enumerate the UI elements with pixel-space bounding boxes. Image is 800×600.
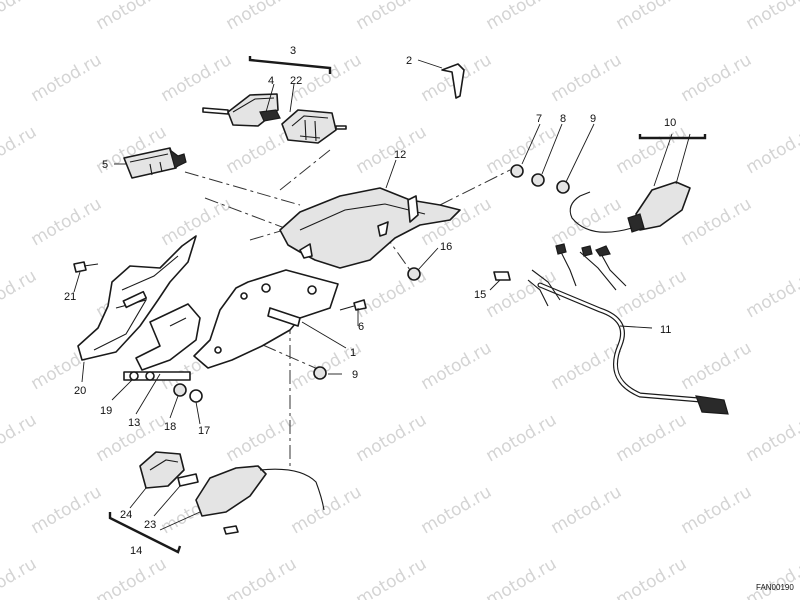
callout-12: 12 [394,149,406,161]
watermark-text-57: motod.ru [93,554,171,600]
watermark-text-38: motod.ru [418,338,496,394]
callout-1: 1 [350,347,356,359]
side-bracket [123,303,201,381]
watermark-text-25: motod.ru [548,194,626,250]
callout-9b: 9 [352,369,358,381]
watermark-text-42: motod.ru [0,410,40,466]
watermark-text-46: motod.ru [483,410,561,466]
callout-8: 8 [560,113,566,125]
callout-24: 24 [120,509,132,521]
watermark-text-19: motod.ru [613,122,691,178]
callout-21: 21 [64,291,76,303]
license-plate-holder [77,235,197,361]
callout-labels: 1 2 3 4 5 6 7 8 9 9 10 11 12 13 14 15 16… [64,45,676,557]
watermark-text-8: motod.ru [158,50,236,106]
callout-5: 5 [102,159,108,171]
callout-9a: 9 [590,113,596,125]
watermark-text-34: motod.ru [743,266,800,322]
watermark-text-14: motod.ru [0,122,40,178]
watermark-text-1: motod.ru [93,0,171,34]
callout-14: 14 [130,545,142,557]
watermark-text-61: motod.ru [613,554,691,600]
callout-2: 2 [406,55,412,67]
callout-20: 20 [74,385,86,397]
watermark-text-2: motod.ru [223,0,301,34]
watermark-text-58: motod.ru [223,554,301,600]
watermark-text-4: motod.ru [483,0,561,34]
watermark-text-12: motod.ru [678,50,756,106]
tail-cover [279,187,461,269]
callout-17: 17 [198,425,210,437]
license-plate-light [123,147,187,179]
watermark-text-54: motod.ru [678,482,756,538]
watermark-text-53: motod.ru [548,482,626,538]
support-bracket [193,269,339,369]
watermark-text-44: motod.ru [223,410,301,466]
watermark-text-51: motod.ru [288,482,366,538]
drawing-code: FAN00190 [756,583,794,592]
watermark-text-7: motod.ru [28,50,106,106]
group-braces [108,56,707,554]
watermark-text-33: motod.ru [613,266,691,322]
watermark-text-48: motod.ru [743,410,800,466]
callout-15: 15 [474,289,486,301]
fasteners [73,164,570,403]
watermark-text-40: motod.ru [678,338,756,394]
callout-7: 7 [536,113,542,125]
callout-19: 19 [100,405,112,417]
watermark-text-56: motod.ru [0,554,40,600]
watermark-text-45: motod.ru [353,410,431,466]
wiring-harness [493,243,729,415]
watermark-text-11: motod.ru [548,50,626,106]
callout-18: 18 [164,421,176,433]
front-turn-signal [139,451,325,535]
watermark-text-59: motod.ru [353,554,431,600]
watermark-text-17: motod.ru [353,122,431,178]
watermark-text-62: motod.ru [743,554,800,600]
callout-22: 22 [290,75,302,87]
callout-13: 13 [128,417,140,429]
callout-10: 10 [664,117,676,129]
watermark-text-47: motod.ru [613,410,691,466]
watermark-text-26: motod.ru [678,194,756,250]
watermark-text-6: motod.ru [743,0,800,34]
watermark-text-20: motod.ru [743,122,800,178]
callout-11: 11 [660,324,671,336]
leader-lines [73,59,691,531]
callout-3: 3 [290,45,296,57]
watermark-text-28: motod.ru [0,266,40,322]
tail-light-assembly [202,93,347,144]
callout-23: 23 [144,519,156,531]
watermark-text-21: motod.ru [28,194,106,250]
watermark-text-5: motod.ru [613,0,691,34]
watermark-text-3: motod.ru [353,0,431,34]
watermark-text-60: motod.ru [483,554,561,600]
callout-6: 6 [358,321,364,333]
callout-4: 4 [268,75,274,87]
hook-bolt [441,63,465,99]
callout-16: 16 [440,241,452,253]
rear-turn-signal [569,181,691,233]
watermark-text-52: motod.ru [418,482,496,538]
watermark-text-0: motod.ru [0,0,40,34]
watermark-text-49: motod.ru [28,482,106,538]
watermark-text-22: motod.ru [158,194,236,250]
